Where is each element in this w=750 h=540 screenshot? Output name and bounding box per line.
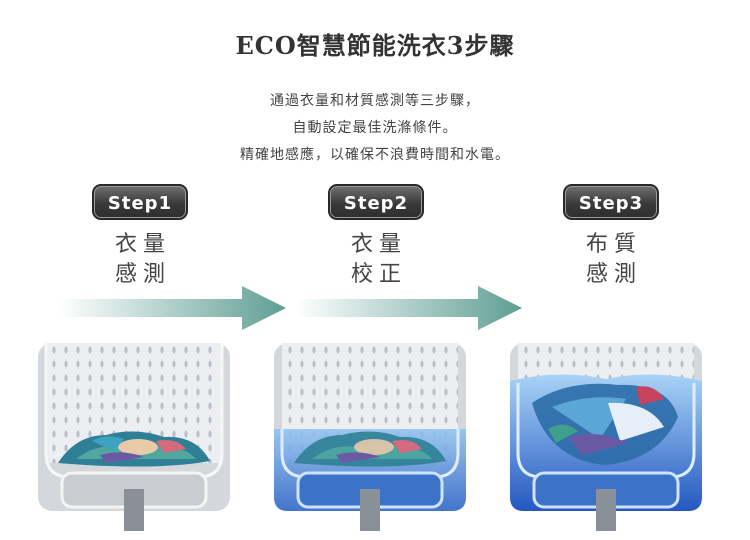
step2-desc-line1: 衣量 (350, 232, 407, 257)
washing-drum-icon (38, 343, 230, 531)
arrow-right-icon (296, 286, 522, 330)
step1-badge: Step1 (92, 184, 188, 220)
step2-desc-line2: 校正 (350, 262, 407, 287)
step3-desc-line2: 感測 (585, 262, 642, 287)
intro-line: 精確地感應，以確保不浪費時間和水電。 (240, 147, 510, 163)
intro-line: 通過衣量和材質感測等三步驟， (270, 93, 480, 109)
step2-badge: Step2 (328, 184, 424, 220)
washing-drum-icon (510, 343, 702, 531)
step2-description: 衣量 校正 (331, 230, 427, 290)
intro-text: 通過衣量和材質感測等三步驟， 自動設定最佳洗滌條件。 精確地感應，以確保不浪費時… (0, 88, 750, 169)
step1-desc-line1: 衣量 (114, 232, 171, 257)
page-title: ECO智慧節能洗衣3步驟 (235, 31, 515, 60)
step1-description: 衣量 感測 (95, 230, 191, 290)
step3-desc-line1: 布質 (585, 232, 642, 257)
step1-desc-line2: 感測 (114, 262, 171, 287)
intro-line: 自動設定最佳洗滌條件。 (292, 120, 458, 136)
arrow-right-icon (60, 286, 286, 330)
washing-drum-icon (274, 343, 466, 531)
step3-description: 布質 感測 (566, 230, 662, 290)
step3-badge: Step3 (563, 184, 659, 220)
